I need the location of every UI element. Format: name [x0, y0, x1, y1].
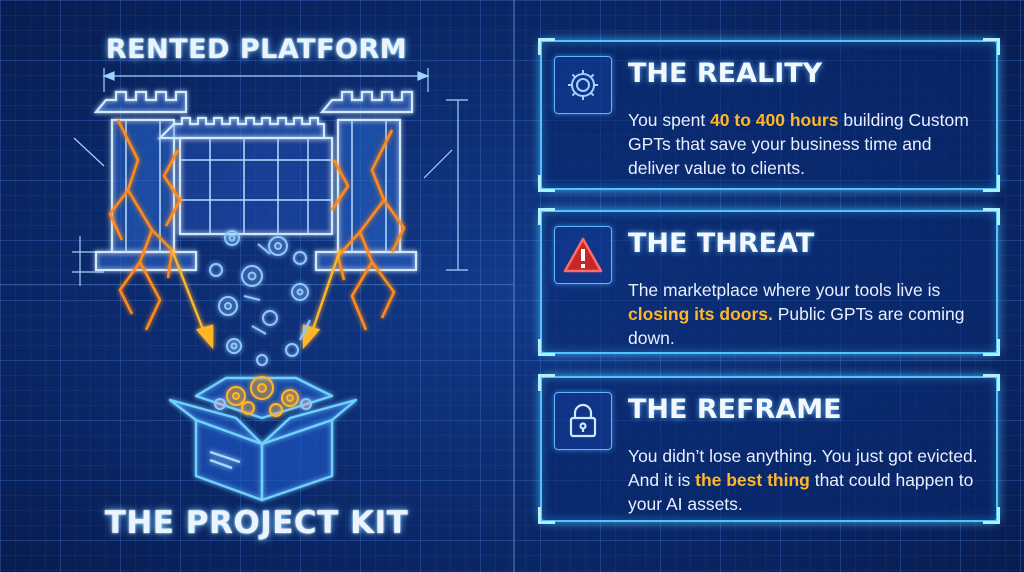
highlight-text: the best thing [695, 470, 810, 490]
project-kit-title: THE PROJECT KIT [104, 505, 409, 541]
lock-icon [554, 392, 612, 450]
card-reframe: THE REFRAME You didn’t lose anything. Yo… [538, 374, 1000, 524]
card-threat: THE THREAT The marketplace where your to… [538, 208, 1000, 356]
dimension-lines [72, 68, 468, 286]
box-gears [214, 376, 312, 417]
castle-to-box-illustration [72, 68, 468, 502]
down-arrows [170, 249, 342, 350]
card-title: THE THREAT [628, 228, 815, 259]
highlight-text: closing its doors. [628, 304, 773, 324]
center-divider [513, 0, 515, 572]
card-title: THE REFRAME [628, 394, 842, 425]
castle-grid [125, 120, 387, 252]
card-body: You didn’t lose anything. You just got e… [628, 446, 978, 514]
castle [93, 90, 418, 272]
card-reality: THE REALITY You spent 40 to 400 hours bu… [538, 38, 1000, 192]
gear-icon [554, 56, 612, 114]
card-body: You spent 40 to 400 hours building Custo… [628, 110, 969, 178]
floating-gears [209, 230, 311, 366]
card-title: THE REALITY [628, 58, 823, 89]
card-body: The marketplace where your tools live is… [628, 280, 965, 348]
lightning-cracks [108, 119, 406, 331]
open-box [168, 376, 358, 502]
warning-icon [554, 226, 612, 284]
highlight-text: 40 to 400 hours [710, 110, 839, 130]
rented-platform-title: RENTED PLATFORM [105, 34, 408, 65]
